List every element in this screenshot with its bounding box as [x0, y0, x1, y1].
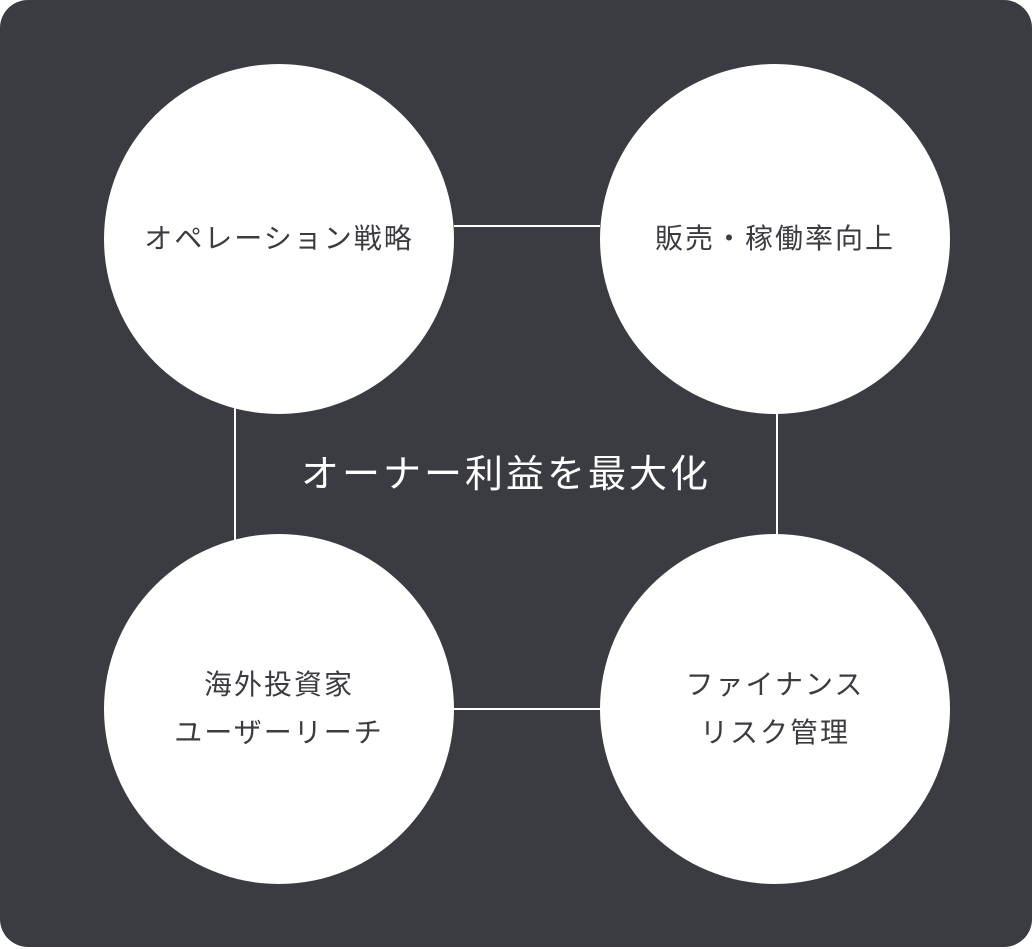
- node-operation-strategy: オペレーション戦略: [104, 64, 454, 414]
- node-sales-occupancy: 販売・稼働率向上: [600, 64, 950, 414]
- center-title: オーナー利益を最大化: [300, 452, 711, 496]
- node-label: 海外投資家 ユーザーリーチ: [174, 668, 384, 749]
- node-overseas-investors: 海外投資家 ユーザーリーチ: [104, 534, 454, 884]
- node-label: ファイナンス リスク管理: [685, 668, 865, 749]
- node-label: オペレーション戦略: [144, 222, 414, 255]
- node-label: 販売・稼働率向上: [654, 222, 895, 255]
- node-finance-risk: ファイナンス リスク管理: [600, 534, 950, 884]
